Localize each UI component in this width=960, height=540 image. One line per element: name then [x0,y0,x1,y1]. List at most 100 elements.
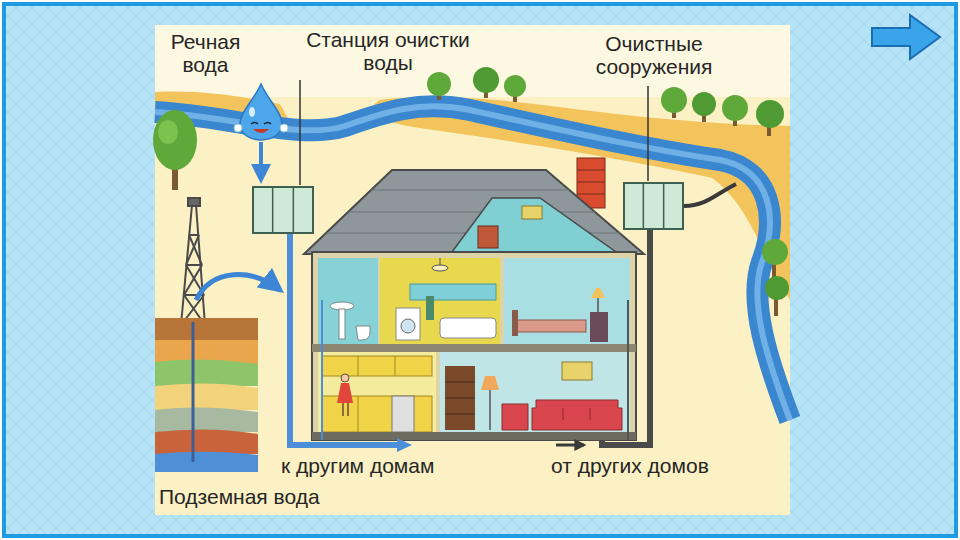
drilling-tower [189,235,202,265]
drilling-tower [188,198,200,206]
station-unit-divider [663,183,665,229]
house [432,265,448,271]
next-arrow-icon [872,15,940,59]
house [452,198,616,252]
house [445,398,475,399]
house [563,408,564,420]
house [395,356,396,376]
water-drop-mascot [240,84,282,140]
soil-cross-section [192,322,195,462]
house [512,310,518,336]
house [445,366,475,430]
house [342,403,344,416]
trees [473,67,499,93]
station-label: Очистные сооружения [578,32,730,78]
house [562,362,592,380]
house [597,296,599,312]
house [445,414,475,415]
house [312,344,636,352]
next-arrow-icon [872,15,940,59]
trees [765,276,789,300]
house [312,252,636,440]
station-unit [623,182,684,230]
river-water-arrow [259,142,263,180]
house [502,404,528,430]
house [590,408,591,420]
frame [4,4,956,536]
house [356,326,370,340]
house [304,170,644,254]
trees [504,75,526,97]
house [337,383,353,403]
drilling-tower [186,264,202,266]
soil-cross-section [155,359,258,386]
river-water-arrow [261,142,262,180]
groundwater-arrow [196,275,280,300]
pipes [684,184,736,206]
station-unit-divider [293,187,295,233]
house [392,396,414,432]
water-drop-mascot [264,123,271,125]
water-drop-mascot [234,124,242,132]
house [322,356,432,376]
pipes [290,184,736,452]
house [426,296,434,320]
water-drop-mascot [234,84,288,140]
house [321,300,323,440]
station-unit-body [253,187,313,233]
house [341,374,349,382]
house [627,300,629,440]
house [380,258,500,344]
caption-label: Речная вода [158,30,253,76]
trees [153,110,197,170]
drilling-tower [186,235,199,265]
drilling-tower [181,198,205,325]
house [339,309,345,339]
soil-cross-section [155,318,258,342]
house [478,226,498,248]
house [532,400,622,430]
station-unit-divider [272,187,274,233]
house [371,190,569,191]
trees [158,120,178,144]
house [318,352,436,432]
treatment-station: Очистные сооружения [578,32,732,232]
house [312,432,636,440]
pipes [397,438,412,452]
water-drop-mascot [249,107,255,117]
house [577,182,605,183]
house [304,158,644,440]
house [577,170,605,171]
landscape [155,25,790,97]
water-drop-mascot [253,129,269,133]
house [504,258,630,344]
house [440,318,496,338]
landscape [155,25,790,515]
house [401,319,415,333]
house [347,403,349,416]
trees [661,87,687,113]
station-label: Станция очистки воды [288,28,488,74]
house [591,288,605,298]
soil-cross-section [155,318,258,472]
house [577,194,605,195]
leader-lines [299,80,301,185]
house [396,308,420,340]
trees [774,298,778,316]
house [318,258,378,344]
house [522,206,542,219]
landscape [155,25,790,515]
trees [762,239,788,265]
trees [756,100,784,128]
house [440,352,630,432]
house [358,356,359,376]
caption-label: Подземная вода [156,485,323,508]
caption-label: от других домов [551,454,709,477]
treatment-station: Станция очистки воды [250,28,490,236]
soil-cross-section [155,452,258,472]
